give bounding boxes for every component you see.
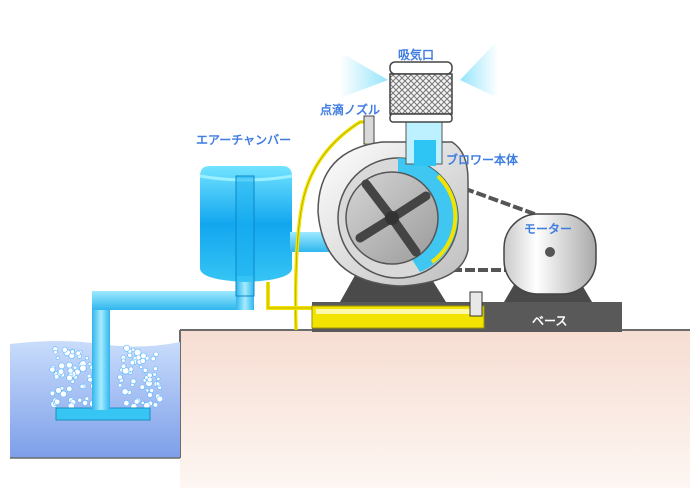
air-bubble [152, 402, 159, 408]
air-bubble [155, 381, 161, 386]
air-intake-stream-left [340, 52, 388, 98]
air-bubble [129, 359, 136, 366]
air-bubble [84, 396, 90, 401]
air-bubble [156, 395, 164, 403]
air-bubbles [49, 344, 164, 410]
label-intake: 吸気口 [398, 48, 435, 62]
intake-filter-collar [389, 113, 453, 123]
label-blower-body: ブロワー本体 [446, 153, 519, 167]
diffuser-riser [92, 292, 110, 410]
air-bubble [67, 367, 74, 374]
rotor-hub [385, 211, 399, 225]
air-bubble [135, 354, 142, 361]
air-bubble [87, 361, 92, 366]
air-bubble [123, 400, 130, 407]
air-bubble [77, 397, 82, 403]
air-bubble [70, 379, 75, 384]
air-bubble [142, 367, 148, 373]
motor-shaft [545, 247, 555, 257]
chamber-inner-pipe-edge [235, 175, 255, 297]
air-bubble [146, 376, 153, 383]
air-bubble [139, 384, 145, 390]
ground [180, 330, 690, 488]
air-bubble [144, 375, 149, 380]
air-bubble [72, 365, 78, 370]
air-bubble [79, 383, 85, 389]
air-bubble [87, 377, 93, 383]
air-bubble [142, 378, 147, 383]
label-base: ベース [532, 314, 568, 328]
air-bubble [145, 388, 150, 393]
oil-drip-line-edge [295, 121, 368, 331]
air-bubble [79, 364, 87, 372]
delivery-pipe-horizontal [92, 291, 246, 310]
air-bubble [121, 388, 129, 396]
air-bubble [123, 344, 131, 352]
air-bubble [84, 356, 89, 361]
air-bubble [53, 349, 58, 355]
air-bubble [66, 374, 73, 382]
air-bubble [117, 383, 123, 388]
air-bubble [147, 392, 153, 398]
air-bubble [152, 372, 157, 377]
air-bubble [127, 352, 133, 358]
air-bubble [149, 388, 154, 393]
label-drip-nozzle: 点滴ノズル [320, 103, 381, 117]
air-intake-stream-right [460, 40, 498, 98]
label-motor: モーター [524, 222, 573, 236]
air-bubble [130, 382, 135, 387]
air-bubble [55, 387, 62, 394]
air-bubble [53, 374, 60, 380]
oil-return-line [266, 282, 312, 310]
air-bubble [49, 366, 56, 373]
air-bubble [75, 350, 81, 356]
label-air-chamber: エアーチャンバー [196, 133, 292, 147]
oil-reservoir-shine [316, 309, 480, 314]
drip-nozzle [363, 115, 375, 145]
air-bubble [139, 357, 146, 364]
air-bubble [140, 352, 147, 360]
air-bubble [133, 398, 140, 405]
intake-neck-blue [414, 140, 436, 166]
intake-filter-cap [389, 61, 453, 75]
air-bubble [153, 366, 158, 372]
air-bubble [156, 376, 161, 381]
oil-gauge [469, 291, 483, 317]
air-bubble [66, 361, 73, 369]
air-bubble [140, 400, 145, 405]
blower-oil-film [430, 174, 458, 264]
oil-return-line-edge [267, 282, 312, 309]
air-bubble [128, 366, 134, 372]
air-bubble [153, 351, 159, 357]
air-bubble [120, 363, 127, 369]
air-bubble [121, 358, 126, 363]
air-bubble [70, 349, 76, 355]
air-bubble [139, 364, 144, 369]
air-bubble [61, 346, 68, 353]
air-bubble [66, 385, 73, 393]
air-bubble [150, 356, 156, 362]
air-bubble [82, 399, 88, 406]
air-bubble [117, 374, 123, 380]
intake-filter-mesh [389, 73, 453, 115]
chamber-inner-pipe [236, 176, 254, 276]
air-bubble [60, 390, 67, 398]
air-bubble [57, 368, 65, 375]
air-bubble [53, 398, 61, 406]
air-bubble [49, 390, 56, 397]
air-bubble [58, 362, 66, 370]
air-bubble [55, 355, 60, 360]
